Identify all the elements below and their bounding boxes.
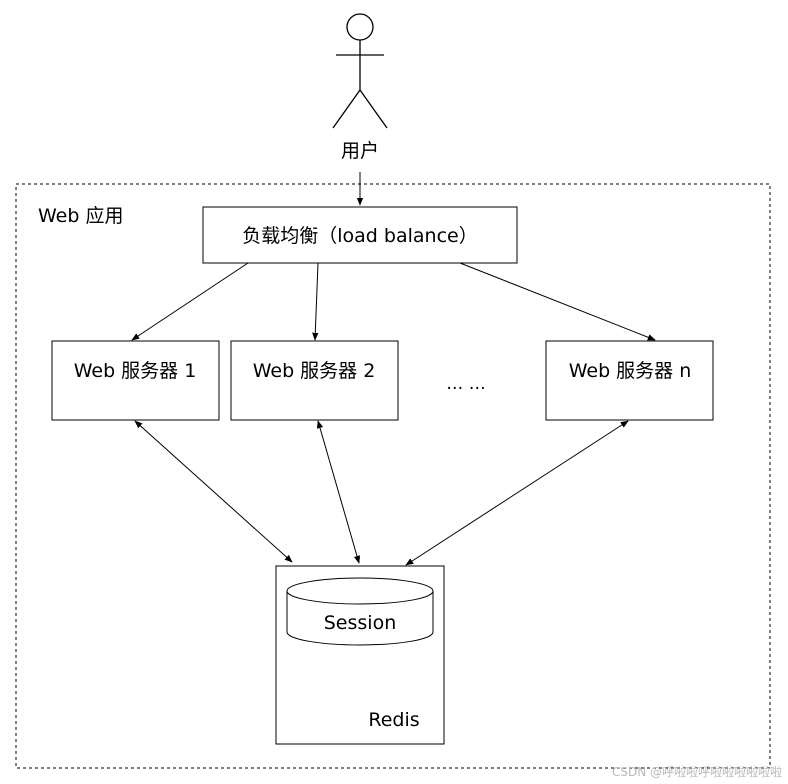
arrow-lb-to-server-1 [131,262,249,341]
web-server-2-box [230,340,399,421]
load-balancer-label: 负载均衡（load balance） [242,225,477,247]
web-server-1-label: Web 服务器 1 [74,360,197,382]
web-server-1-box [51,340,220,421]
user-actor-label: 用户 [341,140,379,162]
servers-ellipsis: … … [446,374,485,394]
web-server-2-label: Web 服务器 2 [253,360,376,382]
web-server-n-box [545,340,714,421]
web-app-container-label: Web 应用 [38,205,123,227]
session-label: Session [324,612,397,634]
web-server-n-label: Web 服务器 n [569,360,692,382]
arrow-lb-to-server-n [459,262,656,341]
user-actor-icon [332,13,388,129]
arrow-lb-to-server-2 [312,262,319,341]
arrow-server-n-redis [405,420,629,566]
arrow-server-2-redis [316,420,361,564]
redis-label: Redis [368,709,419,731]
load-balancer-box [202,206,518,264]
csdn-watermark: CSDN @呼啦啦呼啦啦啦啦啦啦 [612,764,782,779]
arrow-server-1-redis [134,420,293,563]
session-database-icon [286,577,434,646]
web-app-container [15,183,771,769]
